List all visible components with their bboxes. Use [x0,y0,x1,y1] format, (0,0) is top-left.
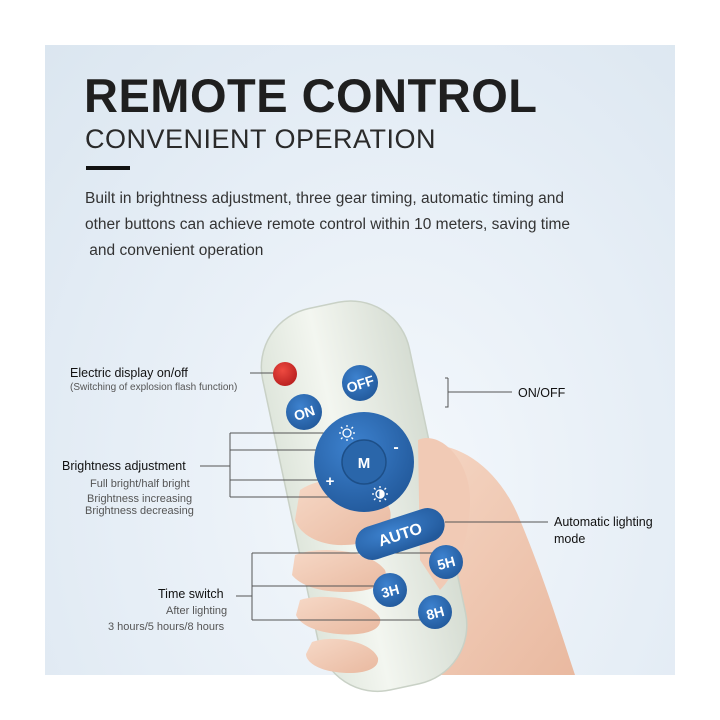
label-brightness-sub-1: Full bright/half bright [90,478,190,490]
timer-8h-label: 8H [425,603,446,623]
description-line-3: and convenient operation [85,242,264,259]
mode-button [341,439,387,485]
page-title: REMOTE CONTROL [84,69,538,122]
label-brightness-sub-2: Brightness increasing [87,493,193,505]
plus-button-label: + [326,473,335,490]
label-brightness-sub-3: Brightness decreasing [85,505,194,517]
label-time-switch: Time switch [158,587,224,601]
description-line-1: Built in brightness adjustment, three ge… [85,190,565,207]
mode-button-label: M [358,455,371,472]
label-electric-display: Electric display on/off [70,366,188,380]
on-button-label: ON [292,402,317,424]
on-button [286,394,322,430]
label-auto-mode-1: Automatic lighting [554,515,653,529]
description: Built in brightness adjustment, three ge… [85,186,645,264]
timer-5h-label: 5H [436,553,457,573]
description-line-2: other buttons can achieve remote control… [85,216,571,233]
minus-button-label: - [393,439,398,456]
timer-5h-button [429,545,463,579]
title-divider [86,166,130,170]
label-time-sub-1: After lighting [166,605,228,617]
label-on-off: ON/OFF [518,386,566,400]
off-button [342,365,378,401]
hand-finger-3 [306,638,379,674]
sun-full-icon [339,425,355,441]
auto-button [355,508,445,560]
timer-3h-button [373,573,407,607]
timer-8h-button [418,595,452,629]
hand-finger-1 [292,550,386,592]
label-time-sub-2: 3 hours/5 hours/8 hours [108,621,225,633]
page-subtitle: CONVENIENT OPERATION [85,124,437,154]
sun-half-icon [372,486,388,502]
label-electric-display-sub: (Switching of explosion flash function) [70,382,238,393]
callout-lines [200,372,548,621]
label-brightness: Brightness adjustment [62,459,186,473]
timer-3h-label: 3H [380,581,401,601]
display-button [273,362,297,386]
hand-finger-2 [296,596,381,635]
label-auto-mode-2: mode [554,532,586,546]
